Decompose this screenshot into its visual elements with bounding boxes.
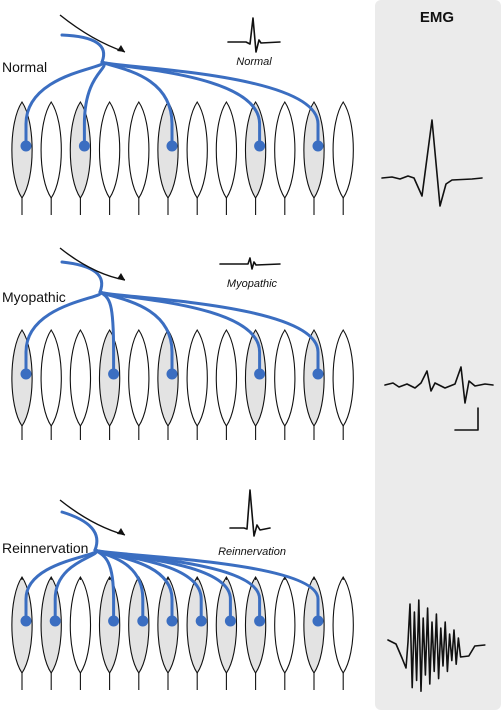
muap-waveform bbox=[219, 257, 281, 270]
muap-waveform bbox=[229, 489, 271, 537]
emg-trace bbox=[387, 599, 486, 692]
motor-endplate bbox=[312, 140, 324, 152]
muscle-fiber bbox=[332, 576, 354, 674]
axon-trunk bbox=[60, 510, 99, 552]
muscle-fiber-row bbox=[11, 576, 354, 690]
motor-endplate bbox=[166, 615, 178, 627]
motor-endplate bbox=[137, 615, 149, 627]
motor-endplate bbox=[49, 615, 61, 627]
muscle-fiber bbox=[40, 329, 62, 427]
motor-endplate bbox=[78, 140, 90, 152]
muscle-fiber bbox=[186, 101, 208, 199]
axon-trunk bbox=[60, 33, 105, 64]
emg-panel-background bbox=[375, 0, 501, 710]
motor-axon-tree bbox=[24, 510, 320, 621]
muap-label: Normal bbox=[236, 56, 272, 68]
muscle-fiber bbox=[274, 576, 296, 674]
motor-endplate bbox=[20, 140, 32, 152]
muscle-fiber bbox=[332, 101, 354, 199]
muap-label: Myopathic bbox=[227, 278, 278, 290]
panel-label: Reinnervation bbox=[2, 540, 88, 556]
motor-endplate bbox=[224, 615, 236, 627]
muscle-fiber bbox=[128, 101, 150, 199]
muscle-fiber bbox=[274, 329, 296, 427]
motor-endplate bbox=[108, 615, 120, 627]
panel-label: Myopathic bbox=[2, 289, 66, 305]
muscle-fiber bbox=[274, 101, 296, 199]
arrowhead-icon bbox=[117, 45, 125, 52]
panel-myopathic: Myopathic Myopathic bbox=[2, 247, 494, 440]
axon-branch bbox=[24, 60, 105, 146]
axon-branch bbox=[93, 548, 320, 621]
motor-axon-tree bbox=[24, 33, 320, 146]
motor-endplate bbox=[20, 615, 32, 627]
muscle-fiber-row bbox=[11, 101, 354, 215]
panel-normal: Normal Normal bbox=[2, 14, 483, 215]
arrowhead-icon bbox=[117, 273, 125, 280]
muap-waveform bbox=[227, 17, 281, 53]
endplate-group bbox=[20, 368, 324, 380]
motor-endplate bbox=[108, 368, 120, 380]
scale-bar bbox=[454, 407, 479, 431]
emg-trace bbox=[381, 119, 483, 207]
axon-branch bbox=[98, 290, 320, 374]
emg-heading: EMG bbox=[420, 9, 454, 26]
motor-endplate bbox=[254, 140, 266, 152]
muscle-fiber bbox=[215, 329, 237, 427]
muscle-fiber bbox=[186, 329, 208, 427]
motor-endplate bbox=[166, 368, 178, 380]
muscle-fiber bbox=[332, 329, 354, 427]
motor-endplate bbox=[312, 615, 324, 627]
motor-endplate bbox=[312, 368, 324, 380]
motor-axon-tree bbox=[24, 260, 320, 374]
emg-trace bbox=[384, 366, 494, 404]
muscle-fiber bbox=[69, 329, 91, 427]
motor-endplate bbox=[195, 615, 207, 627]
muscle-fiber bbox=[40, 101, 62, 199]
motor-endplate bbox=[254, 615, 266, 627]
conduction-arrow-icon bbox=[59, 14, 126, 53]
muscle-fiber bbox=[99, 101, 121, 199]
panel-reinnervation: Reinnervation Reinnervation bbox=[2, 489, 486, 692]
muscle-fiber bbox=[128, 329, 150, 427]
endplate-group bbox=[20, 615, 324, 627]
motor-endplate bbox=[166, 140, 178, 152]
muscle-fiber-row bbox=[11, 329, 354, 440]
muap-label: Reinnervation bbox=[218, 546, 286, 558]
panel-label: Normal bbox=[2, 59, 47, 75]
muscle-fiber bbox=[215, 101, 237, 199]
axon-branch bbox=[100, 60, 320, 146]
axon-trunk bbox=[60, 260, 104, 294]
motor-endplate bbox=[20, 368, 32, 380]
arrowhead-icon bbox=[117, 528, 125, 535]
endplate-group bbox=[20, 140, 324, 152]
axon-branch bbox=[24, 290, 103, 374]
motor-endplate bbox=[254, 368, 266, 380]
muscle-fiber bbox=[69, 576, 91, 674]
